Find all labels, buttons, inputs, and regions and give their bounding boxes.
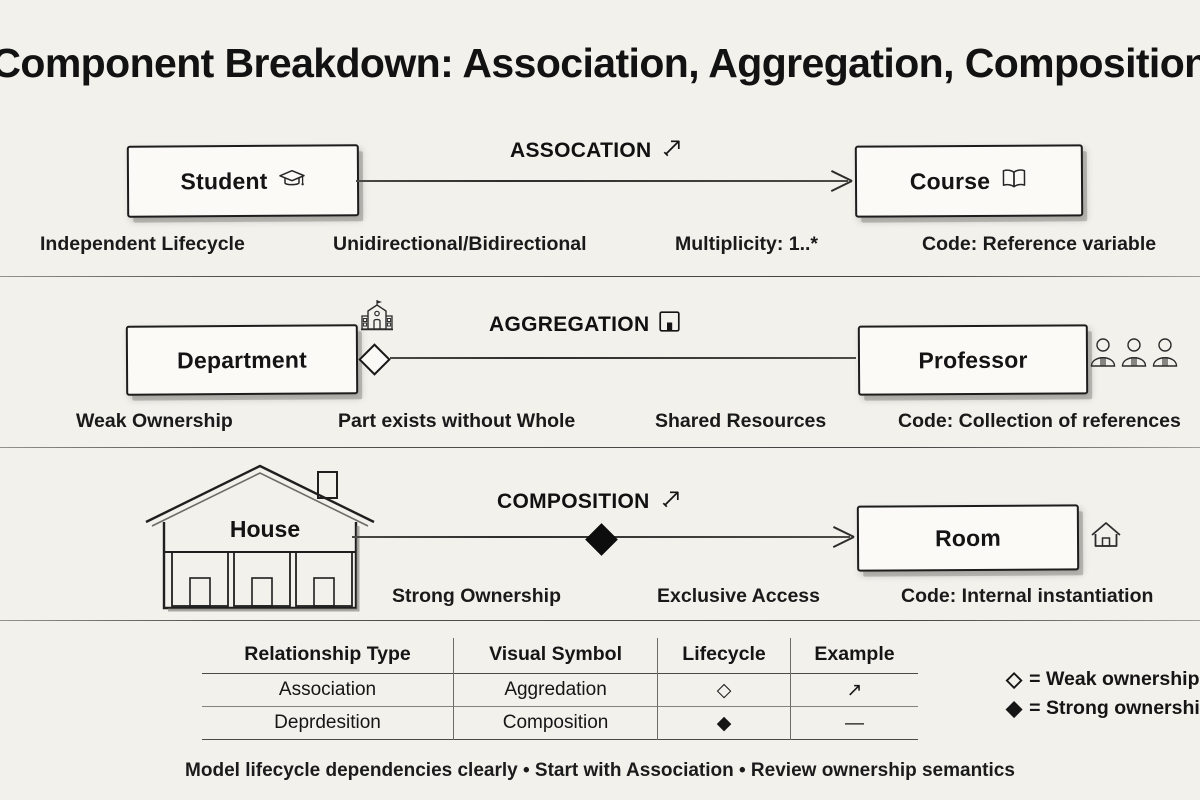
entity-box-course[interactable]: Course: [854, 144, 1084, 218]
open-diamond-aggregation: [358, 343, 391, 376]
caption-multiplicity: Multiplicity: 1..*: [675, 233, 819, 255]
cell-lifecycle-open-diamond: ◇: [657, 673, 791, 707]
caption-strong-ownership: Strong Ownership: [392, 585, 562, 607]
legend-text-weak-ownership: = Weak ownership: [1029, 668, 1200, 690]
caption-code-internal: Code: Internal instantiation: [901, 585, 1154, 607]
divider-row-1: [0, 276, 1200, 277]
caption-shared-resources: Shared Resources: [655, 410, 827, 432]
relation-label-association: ASSOCATION: [510, 136, 684, 166]
table-row[interactable]: Deprdesition Composition ◆ —: [202, 706, 918, 740]
table-header-row: Relationship Type Visual Symbol Lifecycl…: [202, 638, 918, 674]
caption-part-without-whole: Part exists without Whole: [338, 410, 576, 432]
relation-label-composition: COMPOSITION: [497, 487, 683, 517]
entity-box-professor[interactable]: Professor: [857, 324, 1089, 396]
entity-label-student: Student: [180, 167, 268, 194]
divider-row-3: [0, 620, 1200, 621]
table-header-relationship-type: Relationship Type: [202, 638, 455, 674]
legend-item-weak-ownership: ◇ = Weak ownership: [1006, 668, 1200, 691]
legend: ◇ = Weak ownership ◆ = Strong ownership: [1006, 668, 1200, 726]
open-diamond-icon: ◇: [1006, 668, 1023, 691]
arrow-up-right-icon: [659, 487, 683, 517]
table-header-visual-symbol: Visual Symbol: [453, 638, 659, 674]
page-title: Component Breakdown: Association, Aggreg…: [0, 40, 1200, 86]
caption-exclusive-access: Exclusive Access: [657, 585, 820, 607]
caption-independent-lifecycle: Independent Lifecycle: [40, 233, 245, 255]
entity-box-room[interactable]: Room: [856, 504, 1080, 572]
relation-text-aggregation: AGGREGATION: [489, 312, 650, 336]
footer-tips: Model lifecycle dependencies clearly • S…: [185, 760, 1015, 781]
table-header-example: Example: [814, 643, 895, 665]
summary-table: Relationship Type Visual Symbol Lifecycl…: [202, 638, 918, 740]
entity-label-house: House: [229, 516, 301, 542]
table-row[interactable]: Association Aggredation ◇ ↗: [202, 673, 918, 707]
cell-visual-symbol: Aggredation: [453, 673, 659, 707]
solid-diamond-icon: ◆: [1006, 697, 1023, 720]
connector-line-aggregation: [390, 357, 856, 359]
caption-code-collection: Code: Collection of references: [898, 410, 1181, 432]
relation-text-composition: COMPOSITION: [497, 490, 650, 513]
legend-item-strong-ownership: ◆ = Strong ownership: [1006, 697, 1200, 720]
arrow-up-right-icon: [660, 136, 684, 166]
table-header-lifecycle: Lifecycle: [657, 638, 791, 674]
connector-line-association: [356, 180, 848, 182]
graduation-cap-icon: [277, 167, 305, 194]
home-outline-icon: [1088, 518, 1124, 557]
relation-text-association: ASSOCATION: [510, 139, 652, 162]
entity-label-department: Department: [177, 346, 307, 373]
school-building-icon: [358, 298, 396, 341]
three-people-icon: [1088, 333, 1180, 380]
open-book-icon: [1000, 167, 1028, 195]
cell-lifecycle-solid-diamond: ◆: [657, 706, 791, 740]
caption-code-reference: Code: Reference variable: [922, 233, 1157, 255]
cell-example-arrow: ↗: [846, 679, 863, 701]
entity-box-student[interactable]: Student: [126, 144, 360, 218]
house-illustration[interactable]: House: [142, 460, 388, 612]
legend-text-strong-ownership: = Strong ownership: [1029, 697, 1200, 719]
box-square-icon: [658, 310, 681, 339]
entity-label-professor: Professor: [918, 346, 1028, 373]
entity-label-course: Course: [909, 167, 991, 194]
cell-relationship-type: Deprdesition: [202, 706, 455, 740]
caption-weak-ownership: Weak Ownership: [76, 410, 233, 432]
relation-label-aggregation: AGGREGATION: [489, 310, 681, 339]
entity-box-department[interactable]: Department: [125, 324, 359, 396]
cell-example-line: —: [844, 712, 864, 734]
divider-row-2: [0, 447, 1200, 448]
cell-visual-symbol: Composition: [453, 706, 659, 740]
caption-directionality: Unidirectional/Bidirectional: [333, 233, 587, 255]
cell-relationship-type: Association: [202, 673, 455, 707]
solid-diamond-composition: [585, 523, 618, 556]
entity-label-room: Room: [934, 524, 1002, 551]
